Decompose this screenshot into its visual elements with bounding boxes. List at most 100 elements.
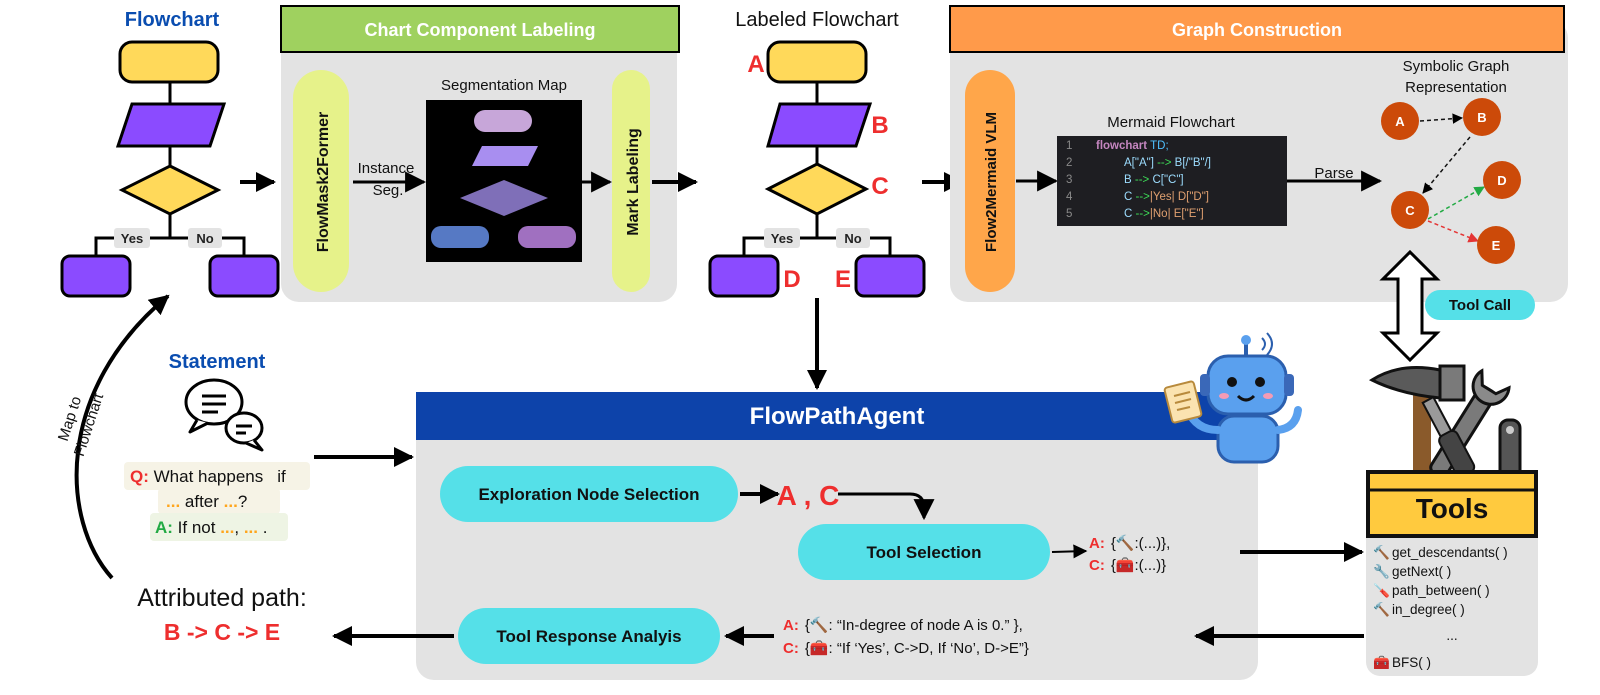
flow-decision-shape (118, 164, 222, 216)
tool-selection-label: Tool Selection (867, 543, 982, 562)
mark-c: C (871, 173, 888, 200)
code-line-4: C -->|Yes| D["D"] (1124, 191, 1209, 203)
labeled-no: No (844, 231, 861, 246)
input-flowchart: Flowchart Yes No (60, 9, 280, 298)
arrow-map-to-flowchart (74, 294, 170, 580)
flowpathagent-panel: FlowPathAgent Exploration Node Selection… (416, 392, 1258, 680)
labeled-flowchart-title: Labeled Flowchart (735, 9, 899, 31)
graph-node-d (1483, 161, 1521, 199)
no-label: No (196, 231, 213, 246)
labeled-no-badge-bg (836, 228, 870, 248)
labeled-yes: Yes (771, 231, 793, 246)
mermaid-code: 1 2 3 4 5 flowchart TD; A["A"] --> B[/"B… (1066, 140, 1211, 220)
flow-terminal-shape (118, 40, 220, 84)
tools-section: Tools 🔨 get_descendants( ) 🔧 getNext( ) … (1366, 364, 1538, 676)
question-line-2: ... after ...? (166, 492, 247, 511)
seg-terminal (474, 110, 532, 132)
edge-a-b (1419, 113, 1464, 124)
labeling-header (280, 5, 680, 53)
tool-item-path-between[interactable]: path_between( ) (1392, 583, 1490, 598)
mark-a: A (747, 51, 764, 78)
response-a: A:{🔨: “In-degree of node A is 0.” }, (783, 616, 1023, 634)
attributed-path-label: Attributed path: (137, 584, 307, 612)
tool-selection-output: A:{🔨:(...)}, C:{🧰:(...)} (1089, 534, 1170, 574)
flow-process-left (60, 254, 132, 298)
map-to-flowchart-label: Map to Flowchart (55, 391, 108, 459)
attributed-path-value: B -> C -> E (164, 619, 280, 645)
graph-node-c-label: C (1405, 203, 1415, 218)
mermaid-title: Mermaid Flowchart (1107, 114, 1235, 131)
tool-item-icon: 🔧 (1373, 563, 1390, 579)
no-badge-bg (188, 228, 222, 248)
tools-icon (1368, 364, 1522, 482)
labeling-header-text: Chart Component Labeling (365, 20, 596, 40)
tool-call-badge (1425, 290, 1535, 320)
mark-b: B (871, 112, 888, 139)
flowmask2former-pill (293, 70, 349, 292)
tool-call-double-arrow (1379, 249, 1441, 363)
tool-item-in-degree[interactable]: in_degree( ) (1392, 602, 1465, 617)
tool-response-output: A:{🔨: “In-degree of node A is 0.” }, C:{… (783, 616, 1029, 657)
line-number: 1 (1066, 140, 1072, 152)
graph-construction-panel: Graph Construction Flow2Mermaid VLM Merm… (949, 5, 1568, 302)
yes-label: Yes (121, 231, 143, 246)
graph-node-b (1463, 98, 1501, 136)
graph-node-e-label: E (1492, 238, 1501, 253)
graph-header-text: Graph Construction (1172, 20, 1342, 40)
segmentation-map-title: Segmentation Map (441, 77, 567, 94)
mark-labeling-pill (612, 70, 650, 292)
labeled-flowchart: Labeled Flowchart Yes No A B C D E (708, 9, 926, 298)
tools-title: Tools (1416, 493, 1489, 524)
seg-process-right (518, 226, 576, 248)
flow-io-shape (115, 102, 227, 148)
yes-badge-bg (114, 228, 150, 248)
graph-node-a-label: A (1395, 114, 1405, 129)
graph-node-c (1391, 191, 1429, 229)
tools-ellipsis: ... (1446, 628, 1457, 643)
labeled-node-d (708, 254, 780, 298)
tool-item-get-descendants[interactable]: get_descendants( ) (1392, 545, 1508, 560)
question-line-1-bg (124, 462, 310, 490)
line-number: 2 (1066, 157, 1072, 169)
edge-c-e (1427, 220, 1479, 243)
tool-item-bfs[interactable]: BFS( ) (1392, 655, 1431, 670)
statement-title: Statement (169, 351, 266, 373)
graph-node-d-label: D (1497, 173, 1506, 188)
edge-c-d (1427, 186, 1485, 220)
robot-icon (1163, 332, 1302, 464)
exploration-label: Exploration Node Selection (478, 485, 699, 504)
flow2mermaid-pill (965, 70, 1015, 292)
line-number: 3 (1066, 174, 1072, 186)
selection-a: A:{🔨:(...)}, (1089, 534, 1170, 552)
tool-item-icon: 🔨 (1373, 544, 1390, 560)
answer-line: A: If not ..., ... . (155, 518, 267, 537)
code-line-2: A["A"] --> B[/"B"/] (1124, 157, 1211, 169)
code-line-1: flowchart TD; (1096, 140, 1169, 152)
labeled-node-a (766, 40, 868, 84)
tool-response-analysis-pill (458, 608, 720, 664)
selection-c: C:{🧰:(...)} (1089, 557, 1166, 574)
selected-nodes: A , C (777, 480, 840, 511)
instance-seg-line2: Seg. (373, 182, 404, 199)
tools-list-bg (1366, 510, 1538, 676)
parse-label: Parse (1314, 165, 1353, 182)
tool-response-analysis-label: Tool Response Analyis (496, 627, 681, 646)
response-c: C:{🧰: “If ‘Yes’, C->D, If ‘No’, D->E”} (783, 640, 1029, 657)
exploration-node-selection-pill (440, 466, 738, 522)
graph-node-b-label: B (1477, 110, 1486, 125)
flowchart-title: Flowchart (125, 9, 220, 31)
tool-item-getnext[interactable]: getNext( ) (1392, 564, 1451, 579)
question-line-2-bg (158, 488, 280, 514)
tool-item-icon: 🪛 (1373, 582, 1390, 599)
seg-io (472, 146, 538, 166)
mark-d: D (783, 266, 800, 293)
agent-header (416, 392, 1258, 440)
speech-bubble-icon (184, 378, 264, 452)
tool-item-icon: 🔨 (1373, 601, 1390, 617)
flow2mermaid-label: Flow2Mermaid VLM (983, 112, 1000, 252)
tool-selection-pill (798, 524, 1050, 580)
arrow-to-selection-output (1051, 544, 1088, 559)
